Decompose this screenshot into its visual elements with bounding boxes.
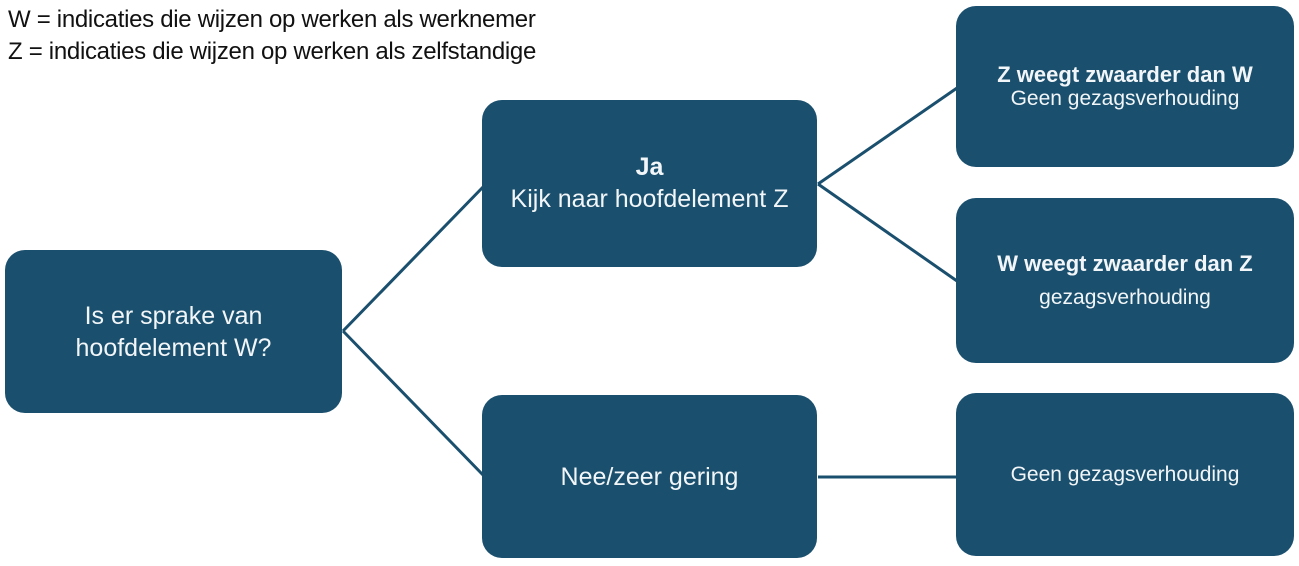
legend-line-w: W = indicaties die wijzen op werken als …	[8, 6, 536, 33]
node-root-question-label: Is er sprake van hoofdelement W?	[75, 301, 272, 362]
connector-ja-to-w-heavier	[817, 182, 958, 283]
node-z-heavier-title: Z weegt zwaarder dan W	[997, 61, 1253, 87]
node-root-question: Is er sprake van hoofdelement W?	[5, 250, 342, 413]
node-nee-label: Nee/zeer gering	[560, 462, 739, 491]
node-ja-subtitle: Kijk naar hoofdelement Z	[510, 184, 789, 213]
node-z-heavier: Z weegt zwaarder dan W Geen gezagsverhou…	[956, 6, 1294, 167]
node-w-heavier: W weegt zwaarder dan Z gezagsverhouding	[956, 198, 1294, 363]
connector-root-to-ja	[341, 184, 486, 333]
node-geen-gezag: Geen gezagsverhouding	[956, 393, 1294, 556]
node-w-heavier-subtitle: gezagsverhouding	[1039, 285, 1211, 309]
node-nee: Nee/zeer gering	[482, 395, 817, 558]
legend: W = indicaties die wijzen op werken als …	[8, 4, 536, 68]
node-w-heavier-title: W weegt zwaarder dan Z	[997, 251, 1253, 277]
connector-ja-to-z-heavier	[817, 86, 958, 186]
node-ja-title: Ja	[635, 153, 664, 182]
node-geen-gezag-label: Geen gezagsverhouding	[1010, 462, 1240, 486]
legend-line-z: Z = indicaties die wijzen op werken als …	[8, 38, 537, 65]
node-ja: Ja Kijk naar hoofdelement Z	[482, 100, 817, 267]
node-z-heavier-subtitle: Geen gezagsverhouding	[1010, 87, 1240, 111]
connector-root-to-nee	[341, 329, 486, 478]
